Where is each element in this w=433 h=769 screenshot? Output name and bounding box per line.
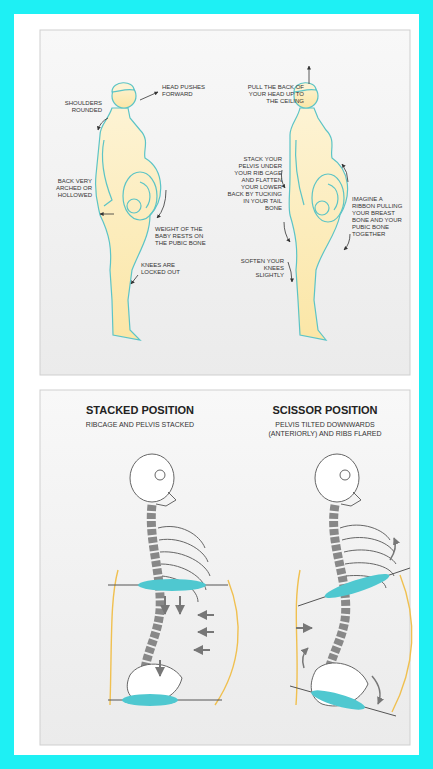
panel-subtitle: RIBCAGE AND PELVIS STACKED [65, 420, 215, 429]
bottom-panel [40, 390, 410, 745]
callout-text: PULL THE BACK OF YOUR HEAD UP TO THE CEI… [244, 84, 304, 105]
poor-posture-figure [95, 83, 160, 340]
callout-arrows [98, 66, 350, 284]
callout-text: WEIGHT OF THE BABY RESTS ON THE PUBIC BO… [155, 226, 213, 247]
panel-heading: STACKED POSITION [65, 404, 215, 417]
callout-text: KNEES ARE LOCKED OUT [141, 262, 187, 276]
callout-text: SHOULDERS ROUNDED [56, 100, 102, 114]
callout-text: IMAGINE A RIBBON PULLING YOUR BREAST BON… [352, 196, 406, 238]
stacked-skeleton [108, 454, 238, 706]
callout-text: STACK YOUR PELVIS UNDER YOUR RIB CAGE AN… [226, 156, 282, 212]
scissor-skeleton [290, 454, 412, 716]
good-posture-figure [289, 83, 347, 340]
inner-ground [14, 14, 419, 755]
panel-subtitle: PELVIS TILTED DOWNWARDS (ANTERIORLY) AND… [255, 420, 395, 438]
panel-heading: SCISSOR POSITION [250, 404, 400, 417]
callout-text: HEAD PUSHES FORWARD [162, 84, 206, 98]
callout-text: BACK VERY ARCHED OR HOLLOWED [54, 178, 92, 199]
callout-text: SOFTEN YOUR KNEES SLIGHTLY [236, 258, 284, 279]
top-panel [40, 30, 410, 375]
